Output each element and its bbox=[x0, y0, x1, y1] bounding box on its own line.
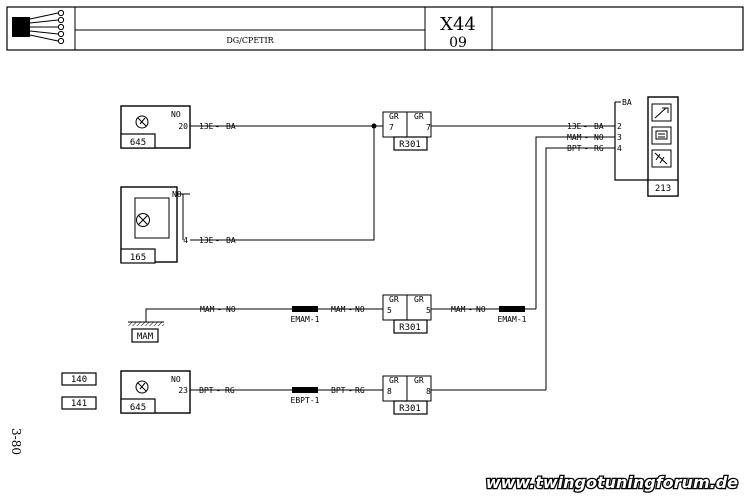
component-label: 165 bbox=[130, 253, 146, 263]
wire-color: BA bbox=[226, 236, 236, 245]
wire-color: RG bbox=[225, 386, 235, 395]
connector-label: R301 bbox=[399, 404, 421, 414]
watermark: www.twingotuningforum.de bbox=[486, 473, 738, 492]
wire-color: NO bbox=[594, 133, 604, 142]
wire-id: MAM bbox=[200, 305, 215, 314]
connector-logo-icon bbox=[12, 9, 65, 45]
connector-color: GR bbox=[389, 376, 399, 385]
pin-number: 4 bbox=[617, 144, 622, 153]
wire-sep: - bbox=[468, 305, 473, 314]
wire-id: BPT bbox=[567, 144, 582, 153]
ref-box-141: 141 bbox=[61, 396, 97, 410]
wire-id: 13E bbox=[199, 236, 214, 245]
wire-color: NO bbox=[476, 305, 486, 314]
pin-number: 8 bbox=[387, 387, 392, 396]
connector-label: EMAM-1 bbox=[291, 315, 320, 324]
wire-labels-213: 13E - BA MAM - NO BPT - RG bbox=[567, 122, 604, 153]
component-label: 213 bbox=[655, 184, 671, 194]
connector-r301-mid: GR GR 5 5 R301 bbox=[382, 294, 432, 334]
pin-number: 20 bbox=[178, 122, 188, 131]
connector-color: GR bbox=[414, 112, 424, 121]
ground-mam: MAM bbox=[128, 321, 164, 343]
sheet-number: 09 bbox=[449, 35, 467, 51]
wire-sep: - bbox=[216, 386, 221, 395]
wire-color: BA bbox=[226, 122, 236, 131]
connector-label: EBPT-1 bbox=[291, 396, 320, 405]
pin-number: 7 bbox=[426, 123, 431, 132]
connector-label: R301 bbox=[399, 323, 421, 333]
lamp-icon bbox=[135, 380, 149, 394]
diagram-code: X44 bbox=[440, 14, 476, 35]
component-label: 645 bbox=[130, 403, 146, 413]
pin-number: 4 bbox=[183, 236, 188, 245]
wire-color: NO bbox=[171, 375, 181, 384]
header-title: DG/CPETIR bbox=[226, 36, 274, 45]
connector-color: GR bbox=[389, 295, 399, 304]
wire-sep: - bbox=[215, 122, 220, 131]
wire-sep: - bbox=[348, 386, 353, 395]
connector-color: GR bbox=[389, 112, 399, 121]
title-block bbox=[6, 6, 744, 51]
wires bbox=[145, 125, 615, 391]
wire-color: BA bbox=[622, 98, 632, 107]
component-label: 645 bbox=[130, 138, 146, 148]
wire-sep: - bbox=[348, 305, 353, 314]
inline-connector-ebpt: EBPT-1 bbox=[291, 387, 320, 405]
wire-color: RG bbox=[355, 386, 365, 395]
connector-label: R301 bbox=[399, 140, 421, 150]
wire-id: 13E bbox=[567, 122, 582, 131]
connector-r301-top: GR GR 7 7 R301 bbox=[382, 111, 432, 151]
wire-sep: - bbox=[584, 133, 589, 142]
inline-connector-emam-left: EMAM-1 bbox=[291, 306, 320, 324]
inline-connector-emam-right: EMAM-1 bbox=[498, 306, 527, 324]
wire-sep: - bbox=[584, 144, 589, 153]
connector-label: EMAM-1 bbox=[498, 315, 527, 324]
wire-sep: - bbox=[217, 305, 222, 314]
wire-color: NO bbox=[226, 305, 236, 314]
component-165: 165 NO 4 bbox=[120, 186, 188, 264]
wire-color: NO bbox=[355, 305, 365, 314]
wire-id: BPT bbox=[199, 386, 214, 395]
lamp-icon bbox=[135, 115, 149, 129]
bulb-icon bbox=[136, 213, 150, 227]
wire-id: MAM bbox=[331, 305, 346, 314]
component-645-top: 645 NO 20 bbox=[120, 105, 191, 149]
pin-number: 8 bbox=[426, 387, 431, 396]
washer-icon bbox=[651, 149, 672, 168]
ground-label: MAM bbox=[137, 332, 154, 342]
wire-color: RG bbox=[594, 144, 604, 153]
wiper-icon bbox=[651, 103, 672, 122]
connector-color: GR bbox=[414, 376, 424, 385]
pin-number: 3 bbox=[617, 133, 622, 142]
wire-id: BPT bbox=[331, 386, 346, 395]
wire-id: 13E bbox=[199, 122, 214, 131]
pin-number: 2 bbox=[617, 122, 622, 131]
wire-sep: - bbox=[215, 236, 220, 245]
component-645-bottom: 645 NO 23 bbox=[120, 370, 191, 414]
splice-junction bbox=[371, 123, 377, 129]
wire-color: NO bbox=[172, 190, 182, 199]
wire-color: BA bbox=[594, 122, 604, 131]
wire-color: NO bbox=[171, 110, 181, 119]
ref-box-140: 140 bbox=[61, 372, 97, 386]
pin-number: 7 bbox=[389, 123, 394, 132]
connector-r301-bottom: GR GR 8 8 R301 bbox=[382, 375, 432, 415]
pin-number: 5 bbox=[387, 306, 392, 315]
reference-label: 140 bbox=[71, 375, 87, 385]
page-reference: 3-80 bbox=[9, 428, 23, 455]
pin-number: 5 bbox=[426, 306, 431, 315]
component-213: BA 213 2 3 4 bbox=[614, 96, 679, 197]
wire-id: MAM bbox=[567, 133, 582, 142]
reference-label: 141 bbox=[71, 399, 87, 409]
wire-sep: - bbox=[583, 122, 588, 131]
pin-number: 23 bbox=[178, 386, 188, 395]
rear-defrost-icon bbox=[651, 126, 672, 145]
wire-id: MAM bbox=[451, 305, 466, 314]
connector-color: GR bbox=[414, 295, 424, 304]
